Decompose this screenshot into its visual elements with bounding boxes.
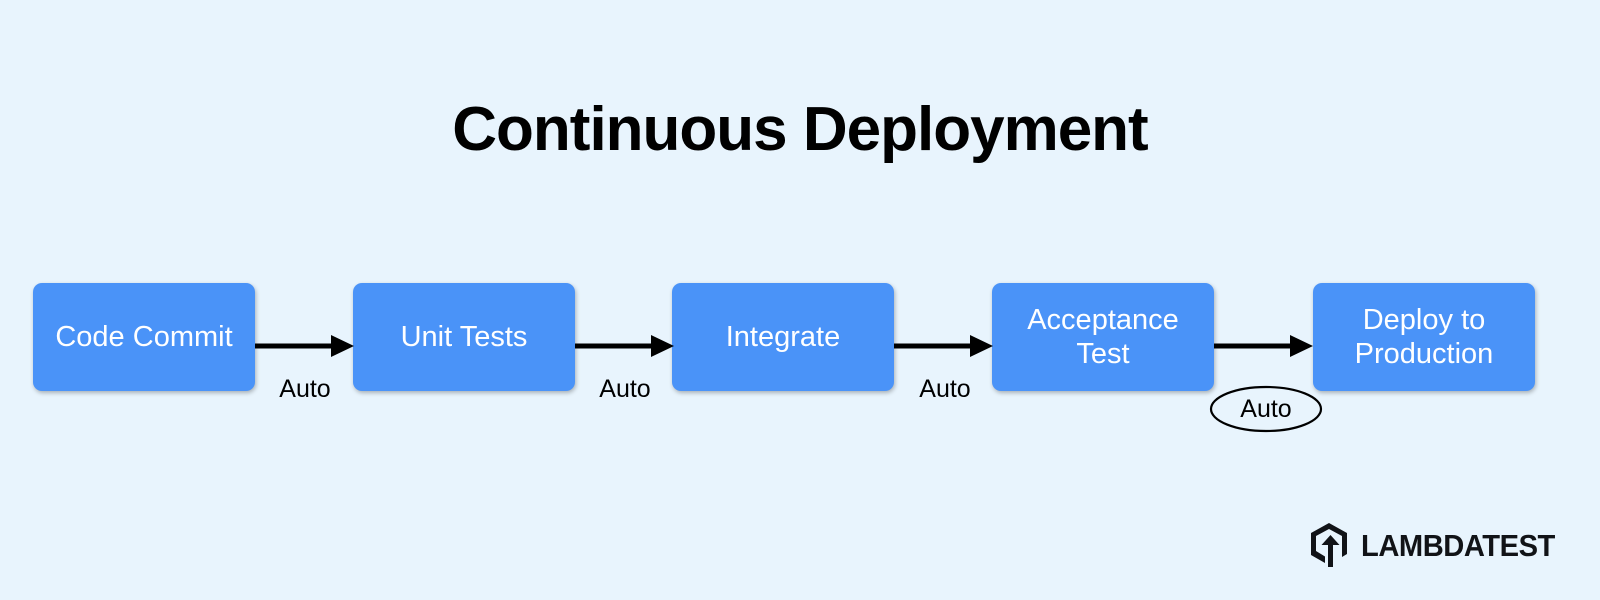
stage-label: Unit Tests [400,320,528,353]
stage-label: Deploy to Production [1354,303,1494,370]
connector-label-auto: Auto [919,375,971,403]
stage-label: Code Commit [55,320,233,353]
stage-node-unit-tests[interactable]: Unit Tests [353,283,575,391]
stage-node-integrate[interactable]: Integrate [672,283,894,391]
hexagon-arrow-up-icon [1311,523,1347,567]
connector-label-text: Auto [1240,395,1292,423]
brand-name: LAMBDATEST [1361,527,1555,563]
connector-label-auto: Auto [599,375,651,403]
connector-label-auto-ellipse: Auto [1209,385,1323,433]
connector-arrow-icon [1214,332,1313,360]
stage-node-deploy-to-production[interactable]: Deploy to Production [1313,283,1535,391]
connector-arrow-icon [894,332,993,360]
page-title: Continuous Deployment [452,95,1148,164]
stage-node-code-commit[interactable]: Code Commit [33,283,255,391]
stage-label: Integrate [725,320,841,353]
ellipse-outline-icon [1209,385,1323,433]
brand-logo: LAMBDATEST [1306,521,1567,569]
connector-arrow-icon [575,332,674,360]
connector-arrow-icon [255,332,354,360]
stage-label: Acceptance Test [1027,303,1179,370]
connector-label-auto: Auto [279,375,331,403]
stage-node-acceptance-test[interactable]: Acceptance Test [992,283,1214,391]
